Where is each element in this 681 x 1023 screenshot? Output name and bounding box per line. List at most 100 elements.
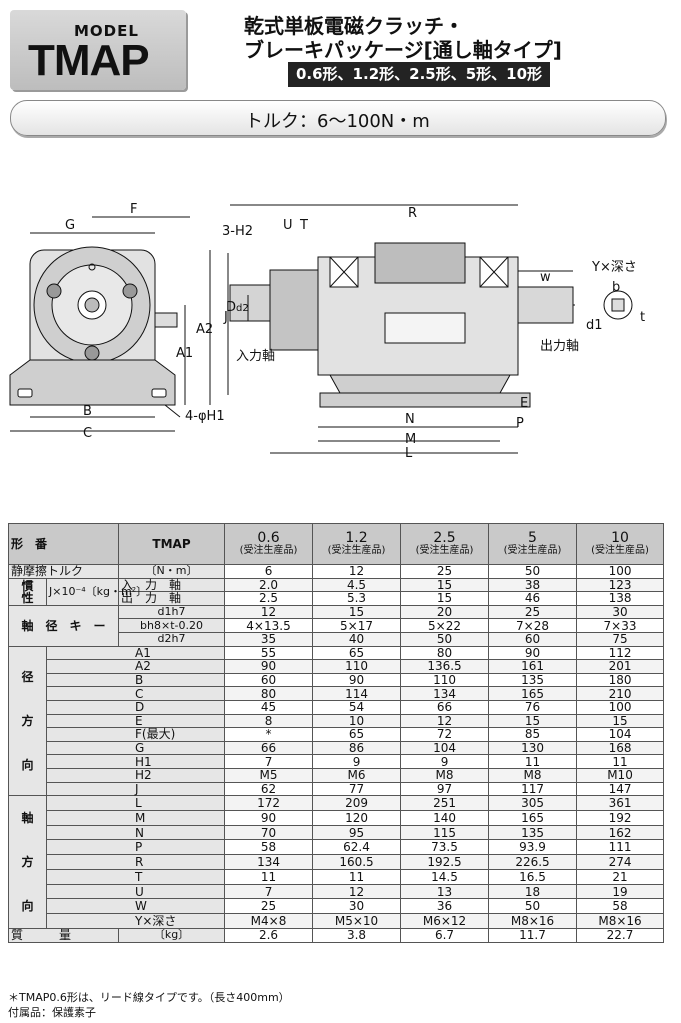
dim-N: N [405,412,415,427]
table-cell: 120 [312,809,402,826]
dim-W: w [540,270,551,285]
dim-t: t [640,310,645,325]
dim-P: P [516,416,524,431]
inertia-unit: J×10⁻⁴〔kg・m²〕 [45,577,147,606]
table-cell: 134 [400,686,490,701]
dimension-drawing: F G A2 A1 B C 4-φH1 3-H2 U T R Y×深さ w b … [9,202,645,461]
table-cell: 135 [488,672,578,688]
dim-M: M [405,432,416,447]
table-cell: 85 [488,727,578,742]
table-cell: 15 [312,604,402,620]
group-shaft-key: 軸 径 キ ー [7,604,120,647]
row-label: C [45,686,226,701]
table-cell: 2.5 [224,591,314,606]
dim-U: U [283,218,293,233]
group-axial: 軸方向 [8,795,47,930]
table-cell: 361 [576,795,665,811]
table-cell: 62.4 [312,839,402,856]
dim-d2: d2 [236,303,249,314]
page-title-line1: 乾式単板電磁クラッチ・ [244,14,464,38]
dim-A1: A1 [176,346,193,361]
table-cell: 20 [400,604,490,620]
table-cell: 76 [488,699,578,715]
table-cell: M5 [224,767,314,783]
row-label: W [45,898,226,915]
table-cell: 147 [576,781,665,797]
table-cell: 7×28 [488,618,578,633]
table-cell: 90 [224,659,314,674]
row-unit: 〔kg〕 [118,928,226,943]
table-cell: 165 [488,809,578,826]
table-cell: 66 [224,740,314,756]
table-cell: 165 [488,686,578,701]
table-cell: M8 [488,767,578,783]
table-cell: 95 [312,824,402,841]
table-cell: 54 [312,699,402,715]
row-label: J [45,781,226,797]
dim-T: T [299,218,308,233]
col-header-size: 2.5(受注生産品) [400,523,490,565]
table-cell: 15 [576,713,665,729]
table-cell: 168 [576,740,665,756]
table-cell: 111 [576,839,665,856]
row-label: 出 力 軸 [118,591,226,606]
table-cell: 18 [488,883,578,900]
table-cell: 104 [576,727,665,742]
row-label: M [45,809,226,826]
table-cell: 11 [576,754,665,769]
col-header-tmap: TMAP [118,523,226,565]
row-label: F(最大) [45,727,226,742]
table-cell: 11 [488,754,578,769]
row-label: 質 量 [7,928,120,943]
table-cell: 7×33 [576,618,665,633]
table-cell: 21 [576,868,665,885]
table-cell: 66 [400,699,490,715]
table-cell: 100 [576,564,665,579]
page-title-line2: ブレーキパッケージ[通し軸タイプ] [244,38,562,62]
table-cell: 201 [576,659,665,674]
table-cell: 104 [400,740,490,756]
row-label: A1 [45,645,226,661]
table-cell: M8 [400,767,490,783]
row-label: Y×深さ [45,913,226,930]
table-cell: 15 [400,591,490,606]
row-unit: 〔N・m〕 [118,564,226,579]
table-cell: 12 [312,883,402,900]
row-label: H1 [45,754,226,769]
table-cell: 4×13.5 [224,618,314,633]
table-cell: M4×8 [224,913,314,930]
dim-L: L [405,446,413,461]
table-cell: 35 [224,631,314,647]
table-cell: 36 [400,898,490,915]
dim-E: E [520,396,528,411]
table-cell: 15 [400,577,490,593]
table-cell: 90 [312,672,402,688]
table-cell: 115 [400,824,490,841]
table-cell: 65 [312,645,402,661]
table-cell: 70 [224,824,314,841]
table-cell: 135 [488,824,578,841]
dim-J: J [223,310,228,325]
table-cell: 5×22 [400,618,490,633]
group-inertia: 慣性 [8,577,47,606]
table-cell: 62 [224,781,314,797]
table-cell: 90 [224,809,314,826]
table-cell: 38 [488,577,578,593]
table-cell: 73.5 [400,839,490,856]
dim-D: D [226,300,236,315]
table-cell: 16.5 [488,868,578,885]
row-label: 静摩擦トルク [7,564,120,579]
table-cell: 11 [312,868,402,885]
